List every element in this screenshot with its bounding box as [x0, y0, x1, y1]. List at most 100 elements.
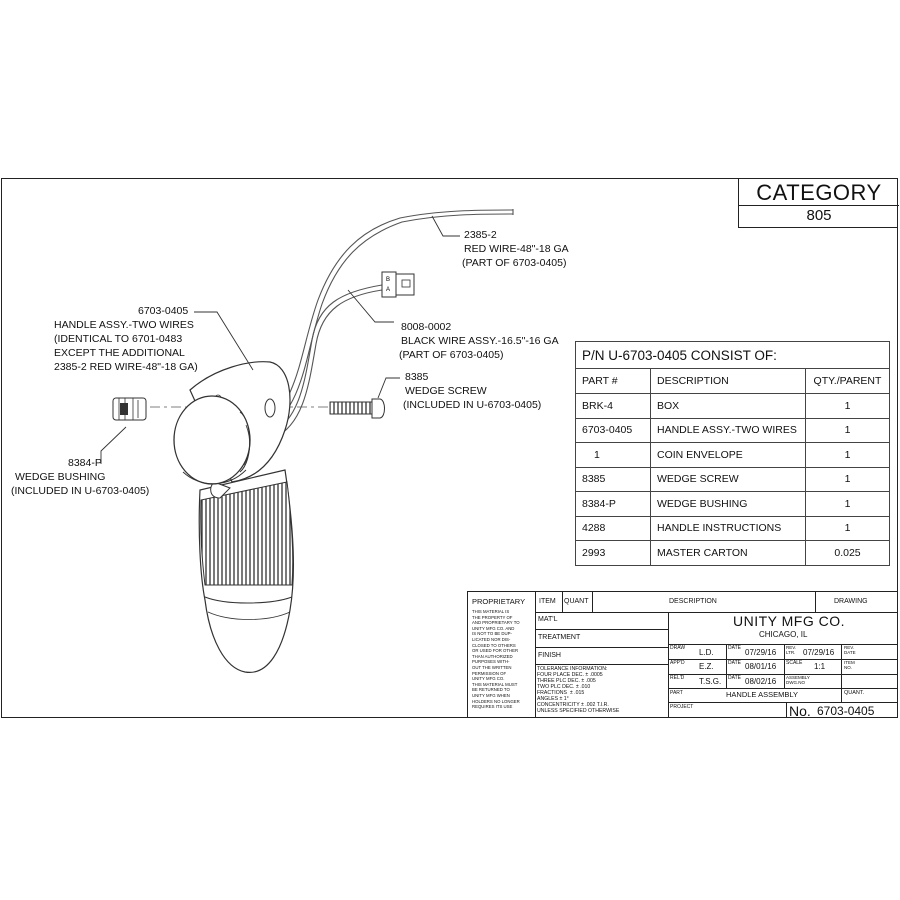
description-heading: DESCRIPTION	[669, 598, 717, 605]
cell-qty: 0.025	[805, 540, 890, 566]
wedge-bushing	[112, 397, 147, 421]
cell-qty: 1	[805, 491, 890, 517]
callout-handle-desc: HANDLE ASSY.-TWO WIRES	[54, 319, 194, 331]
company-city: CHICAGO, IL	[759, 630, 808, 639]
cell-qty: 1	[805, 466, 890, 492]
matl-label: MAT'L	[538, 616, 558, 623]
category-box: CATEGORY 805	[738, 178, 899, 228]
header-part: PART #	[575, 368, 651, 394]
cell-part: 1	[575, 442, 651, 468]
callout-handle-note1: (IDENTICAL TO 6701-0483	[54, 333, 183, 345]
wedge-screw	[329, 398, 385, 419]
header-qty: QTY./PARENT	[805, 368, 890, 394]
callout-wedge-screw-note: (INCLUDED IN U-6703-0405)	[403, 399, 542, 411]
callout-wedge-screw-desc: WEDGE SCREW	[405, 385, 487, 397]
cell-description: WEDGE SCREW	[650, 466, 806, 492]
tolerance-info: TOLERANCE INFORMATION: FOUR PLACE DEC. ±…	[537, 666, 620, 714]
part-label: PART	[670, 690, 683, 696]
connector-letter-a: A	[386, 287, 390, 293]
appd-date: 08/01/16	[745, 662, 777, 671]
wire-connector	[381, 271, 415, 298]
callout-black-wire-note: (PART OF 6703-0405)	[399, 349, 504, 361]
callout-red-wire-part: 2385-2	[464, 229, 497, 241]
cell-part: 2993	[575, 540, 651, 566]
callout-wedge-bushing-desc: WEDGE BUSHING	[15, 471, 106, 483]
treatment-label: TREATMENT	[538, 634, 581, 641]
cell-description: COIN ENVELOPE	[650, 442, 806, 468]
parts-table: P/N U-6703-0405 CONSIST OF: PART # DESCR…	[575, 341, 890, 566]
callout-handle-note3: 2385-2 RED WIRE-48"-18 GA)	[54, 361, 198, 373]
proprietary-notice: THIS MATERIAL IS THE PROPERTY OF AND PRO…	[472, 609, 520, 710]
callout-wedge-screw-part: 8385	[405, 371, 429, 383]
cell-description: HANDLE ASSY.-TWO WIRES	[650, 417, 806, 443]
cell-part: 6703-0405	[575, 417, 651, 443]
drawing-no-label: No.	[789, 703, 811, 719]
cell-qty: 1	[805, 515, 890, 541]
callout-wedge-bushing-part: 8384-P	[68, 457, 102, 469]
proprietary-heading: PROPRIETARY	[472, 597, 526, 606]
cell-qty: 1	[805, 417, 890, 443]
title-block: PROPRIETARY THIS MATERIAL IS THE PROPERT…	[467, 591, 898, 719]
handle-grip	[198, 469, 295, 673]
rev-date-label: REV. DATE	[844, 645, 856, 655]
parts-table-title: P/N U-6703-0405 CONSIST OF:	[575, 341, 890, 369]
cell-part: BRK-4	[575, 393, 651, 419]
item-no-label: ITEM NO.	[844, 660, 855, 670]
scale-label: SCALE	[786, 660, 803, 666]
cell-description: WEDGE BUSHING	[650, 491, 806, 517]
callout-red-wire-note: (PART OF 6703-0405)	[462, 257, 567, 269]
cell-description: MASTER CARTON	[650, 540, 806, 566]
assembly-label: ASSEMBLY DWG.NO	[786, 675, 810, 685]
quant-label: QUANT.	[844, 690, 865, 696]
category-divider	[739, 205, 899, 206]
category-number: 805	[806, 207, 832, 224]
callout-red-wire-desc: RED WIRE-48"-18 GA	[464, 243, 569, 255]
callout-black-wire-part: 8008-0002	[401, 321, 452, 333]
company-name: UNITY MFG CO.	[733, 613, 846, 629]
connector-letter-b: B	[386, 277, 390, 283]
reld-label: REL'D	[670, 675, 685, 681]
appd-label: APP'D	[670, 660, 685, 666]
red-wire	[261, 209, 514, 433]
category-title: CATEGORY	[756, 180, 882, 205]
parts-table-header: PART # DESCRIPTION QTY./PARENT	[575, 368, 890, 394]
draw-date: 07/29/16	[745, 648, 777, 657]
drawing-frame	[1, 178, 898, 718]
draw-date-label: DATE	[728, 645, 741, 651]
callout-wedge-bushing-note: (INCLUDED IN U-6703-0405)	[11, 485, 150, 497]
header-description: DESCRIPTION	[650, 368, 806, 394]
callout-handle-note2: EXCEPT THE ADDITIONAL	[54, 347, 185, 359]
project-label: PROJECT	[670, 704, 694, 710]
cell-part: 8385	[575, 466, 651, 492]
rev-ltr-label: REV. LTR.	[786, 645, 797, 655]
part-name: HANDLE ASSEMBLY	[726, 690, 798, 699]
appd-by: E.Z.	[699, 662, 714, 671]
drawing-number: 6703-0405	[817, 704, 875, 718]
draw-by: L.D.	[699, 648, 714, 657]
reld-date-label: DATE	[728, 675, 741, 681]
cell-description: BOX	[650, 393, 806, 419]
cell-qty: 1	[805, 393, 890, 419]
cell-qty: 1	[805, 442, 890, 468]
black-wire	[269, 284, 383, 439]
cell-description: HANDLE INSTRUCTIONS	[650, 515, 806, 541]
appd-date-label: DATE	[728, 660, 741, 666]
finish-label: FINISH	[538, 652, 561, 659]
scale-value: 1:1	[814, 662, 826, 671]
handle-head	[173, 361, 291, 485]
cell-part: 8384-P	[575, 491, 651, 517]
draw-label: DRAW	[670, 645, 686, 651]
cell-part: 4288	[575, 515, 651, 541]
drawing-heading: DRAWING	[834, 598, 868, 605]
item-heading: ITEM	[539, 598, 556, 605]
callout-handle-part: 6703-0405	[138, 305, 189, 317]
quant-heading: QUANT	[564, 598, 589, 605]
